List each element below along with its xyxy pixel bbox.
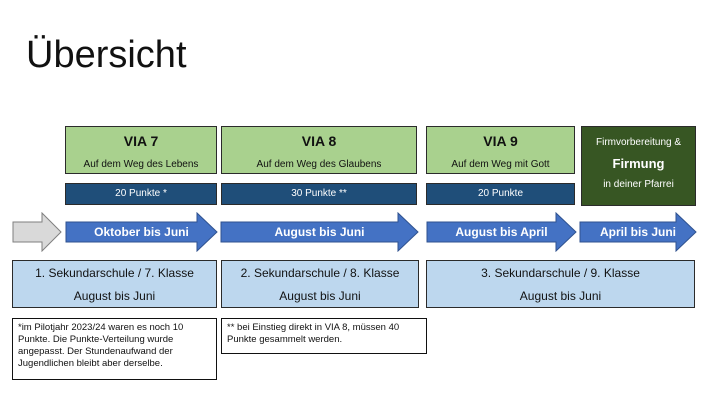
school-year-1-class: 1. Sekundarschule / 7. Klasse	[35, 266, 194, 280]
firmung-box: Firmvorbereitung & Firmung in deiner Pfa…	[581, 126, 696, 206]
firmung-line2: Firmung	[612, 156, 665, 171]
firmung-line3: in deiner Pfarrei	[603, 179, 674, 190]
via8-box: VIA 8 Auf dem Weg des Glaubens	[221, 126, 417, 174]
school-year-3-period: August bis Juni	[519, 289, 602, 303]
via7-period-label: Oktober bis Juni	[94, 225, 189, 239]
via8-subtitle: Auf dem Weg des Glaubens	[256, 159, 382, 170]
firmung-line1: Firmvorbereitung &	[595, 137, 682, 148]
via9-points: 20 Punkte	[426, 183, 575, 205]
footnote-1: *im Pilotjahr 2023/24 waren es noch 10 P…	[12, 318, 217, 380]
school-year-2-period: August bis Juni	[279, 289, 361, 303]
via8-period-label: August bis Juni	[274, 225, 365, 239]
firmung-period-label: April bis Juni	[599, 225, 676, 239]
school-year-1-period: August bis Juni	[73, 289, 156, 303]
via9-box: VIA 9 Auf dem Weg mit Gott	[426, 126, 575, 174]
via7-points: 20 Punkte *	[65, 183, 217, 205]
via8-points: 30 Punkte **	[221, 183, 417, 205]
via7-heading: VIA 7	[123, 133, 159, 149]
via7-box: VIA 7 Auf dem Weg des Lebens	[65, 126, 217, 174]
via9-period-arrow: August bis April	[426, 212, 577, 252]
via8-period-arrow: August bis Juni	[220, 212, 419, 252]
via8-heading: VIA 8	[301, 133, 337, 149]
school-year-3: 3. Sekundarschule / 9. Klasse August bis…	[426, 260, 695, 308]
footnote-2: ** bei Einstieg direkt in VIA 8, müssen …	[221, 318, 427, 354]
via9-period-label: August bis April	[455, 225, 548, 239]
via7-subtitle: Auf dem Weg des Lebens	[83, 159, 199, 170]
start-arrow	[12, 211, 62, 253]
firmung-period-arrow: April bis Juni	[579, 212, 697, 252]
via9-heading: VIA 9	[483, 133, 518, 149]
slide-title: Übersicht	[26, 34, 187, 76]
school-year-1: 1. Sekundarschule / 7. Klasse August bis…	[12, 260, 217, 308]
via7-period-arrow: Oktober bis Juni	[65, 212, 218, 252]
school-year-3-class: 3. Sekundarschule / 9. Klasse	[481, 266, 640, 280]
school-year-2-class: 2. Sekundarschule / 8. Klasse	[240, 266, 400, 280]
via9-subtitle: Auf dem Weg mit Gott	[451, 159, 550, 170]
school-year-2: 2. Sekundarschule / 8. Klasse August bis…	[221, 260, 419, 308]
